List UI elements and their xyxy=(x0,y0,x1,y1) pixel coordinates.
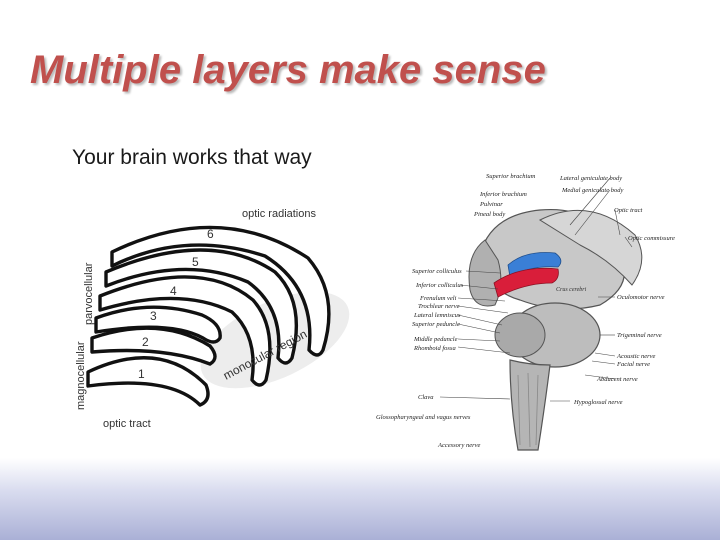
layer-number-4: 4 xyxy=(170,284,177,298)
magnocellular-label: magnocellular xyxy=(75,341,87,410)
label-middle-peduncle: Middle peduncle xyxy=(413,336,458,343)
lgn-layer-5 xyxy=(104,248,299,365)
lgn-layer-1 xyxy=(86,356,210,407)
lgn-layer-2 xyxy=(90,326,217,366)
lgn-layer-4 xyxy=(98,275,272,387)
layer-number-2: 2 xyxy=(142,335,149,349)
label-clava: Clava xyxy=(418,394,434,401)
lgn-layer-diagram: optic radiations optic tract parvocellul… xyxy=(75,208,350,430)
label-trigeminal-nerve: Trigeminal nerve xyxy=(617,332,662,339)
label-hypoglossal-nerve: Hypoglossal nerve xyxy=(573,399,623,406)
label-pulvinar: Pulvinar xyxy=(479,201,503,208)
label-optic-commissure: Optic commissure xyxy=(628,235,675,242)
label-glossopharyngeal-vagus: Glossopharyngeal and vagus nerves xyxy=(376,414,471,421)
layer-number-5: 5 xyxy=(192,255,199,269)
parvocellular-label: parvocellular xyxy=(83,262,95,325)
lgn-layer-6 xyxy=(110,225,331,357)
label-inferior-colliculus: Inferior colliculus xyxy=(415,282,464,289)
label-oculomotor-nerve: Oculomotor nerve xyxy=(617,294,665,301)
label-crus-cerebri: Crus cerebri xyxy=(556,287,587,293)
label-medial-geniculate-body: Medial geniculate body xyxy=(561,187,623,194)
label-abducent-nerve: Abducent nerve xyxy=(596,376,638,383)
red-highlight xyxy=(493,267,559,298)
label-trochlear-nerve: Trochlear nerve xyxy=(418,303,460,310)
label-lateral-lemniscus: Lateral lemniscus xyxy=(413,312,461,319)
slide-title: Multiple layers make sense xyxy=(30,48,546,92)
label-superior-colliculus: Superior colliculus xyxy=(412,268,462,275)
optic-tract-label: optic tract xyxy=(103,418,151,430)
layer-number-3: 3 xyxy=(150,309,157,323)
footer-gradient-band xyxy=(0,458,720,540)
layer-number-6: 6 xyxy=(207,227,214,241)
bullet-text: Your brain works that way xyxy=(72,146,312,169)
label-frenulum-veli: Frenulum veli xyxy=(419,295,457,302)
label-inferior-brachium: Inferior brachium xyxy=(479,191,527,198)
label-lateral-geniculate-body: Lateral geniculate body xyxy=(559,175,622,182)
label-optic-tract: Optic tract xyxy=(614,207,643,214)
label-accessory-nerve: Accessory nerve xyxy=(437,442,481,449)
layer-number-1: 1 xyxy=(138,367,145,381)
label-superior-peduncle: Superior peduncle xyxy=(412,321,460,328)
label-facial-nerve: Facial nerve xyxy=(616,361,650,368)
brainstem-diagram: Superior brachium Inferior brachium Pulv… xyxy=(376,173,675,451)
label-rhomboid-fossa: Rhomboid fossa xyxy=(413,345,456,352)
label-acoustic-nerve: Acoustic nerve xyxy=(616,353,656,360)
label-pineal-body: Pineal body xyxy=(473,211,505,218)
brainstem-drawing xyxy=(468,208,643,451)
optic-radiations-label: optic radiations xyxy=(242,208,316,220)
label-superior-brachium: Superior brachium xyxy=(486,173,536,180)
